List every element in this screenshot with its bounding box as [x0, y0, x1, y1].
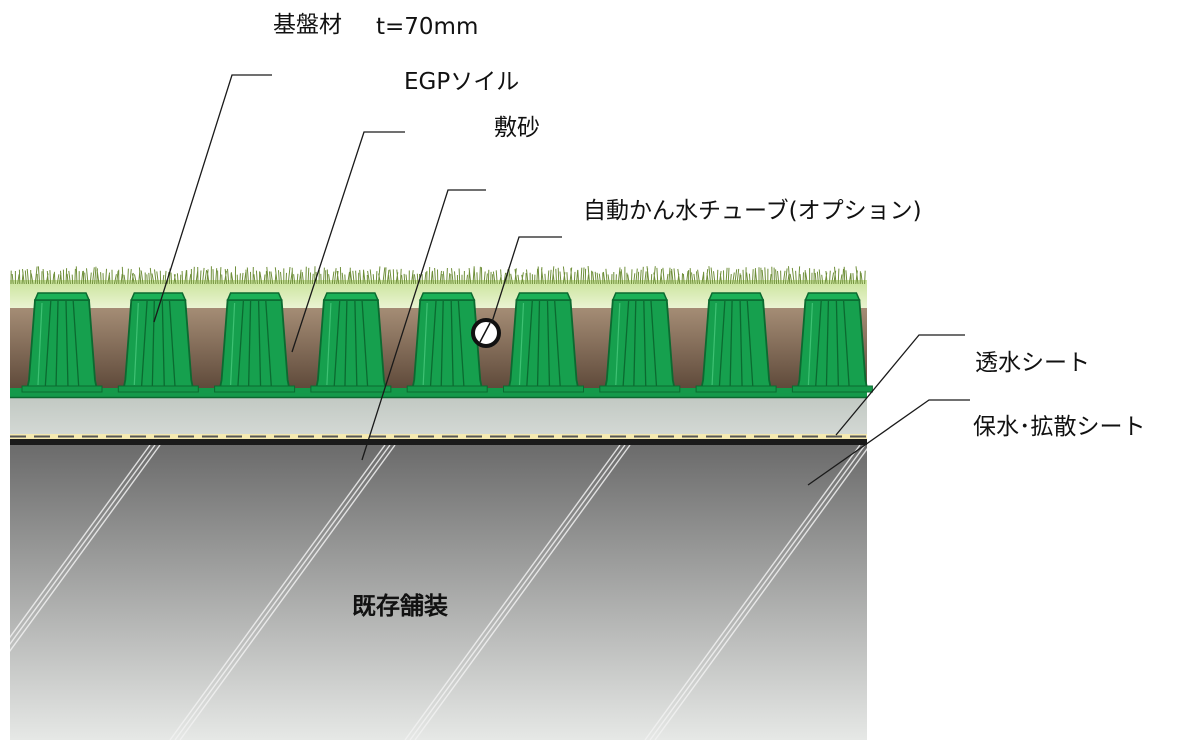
leader-irrigation-tube — [491, 236, 562, 323]
existing-pavement-text: 既存舗装 — [352, 592, 448, 620]
base-material-module — [791, 292, 873, 393]
label-thickness: t=70mm — [376, 16, 478, 39]
label-base-material: 基盤材 — [273, 14, 342, 37]
bedding-sand-layer — [10, 398, 867, 434]
base-material-modules — [21, 292, 873, 393]
leader-permeable-sheet — [835, 334, 965, 436]
label-irrigation-tube: 自動かん水チューブ(オプション) — [583, 200, 922, 223]
label-egp-soil: EGPソイル — [404, 71, 519, 94]
base-material-module — [599, 292, 681, 393]
pavement-reflection-streaks — [10, 445, 867, 740]
water-retention-sheet-text: 保水･拡散シート — [973, 414, 1146, 440]
bedding-sand-text: 敷砂 — [494, 115, 540, 141]
base-material-module — [695, 292, 777, 393]
leader-base-material — [153, 74, 272, 323]
base-material-module — [117, 292, 199, 393]
base-material-module — [214, 292, 296, 393]
leader-egp-soil — [291, 131, 405, 353]
base-material-plate — [10, 388, 867, 398]
irrigation-tube-icon — [471, 318, 501, 348]
leader-bedding-sand — [361, 189, 486, 461]
sheet-bottom-edge — [10, 439, 867, 445]
base-material-module — [503, 292, 584, 393]
base-material-module — [406, 292, 488, 393]
permeable-sheet-text: 透水シート — [975, 350, 1090, 376]
leader-lines — [153, 74, 970, 486]
irrigation-tube-text: 自動かん水チューブ(オプション) — [583, 198, 922, 224]
grass-blades — [10, 266, 866, 285]
label-permeable-sheet: 透水シート — [975, 352, 1090, 375]
label-water-retention-sheet: 保水･拡散シート — [973, 416, 1146, 439]
existing-pavement-layer — [10, 445, 867, 740]
thickness-text: t=70mm — [376, 14, 479, 40]
base-material-module — [310, 292, 392, 393]
label-bedding-sand: 敷砂 — [494, 117, 540, 140]
label-existing-pavement: 既存舗装 — [352, 594, 448, 618]
water-retention-sheet-layer — [10, 434, 867, 439]
leader-water-retention-sheet — [807, 399, 970, 486]
egp-soil-text: EGPソイル — [404, 69, 520, 95]
base-material-module — [21, 292, 103, 393]
base-material-text: 基盤材 — [273, 12, 342, 38]
